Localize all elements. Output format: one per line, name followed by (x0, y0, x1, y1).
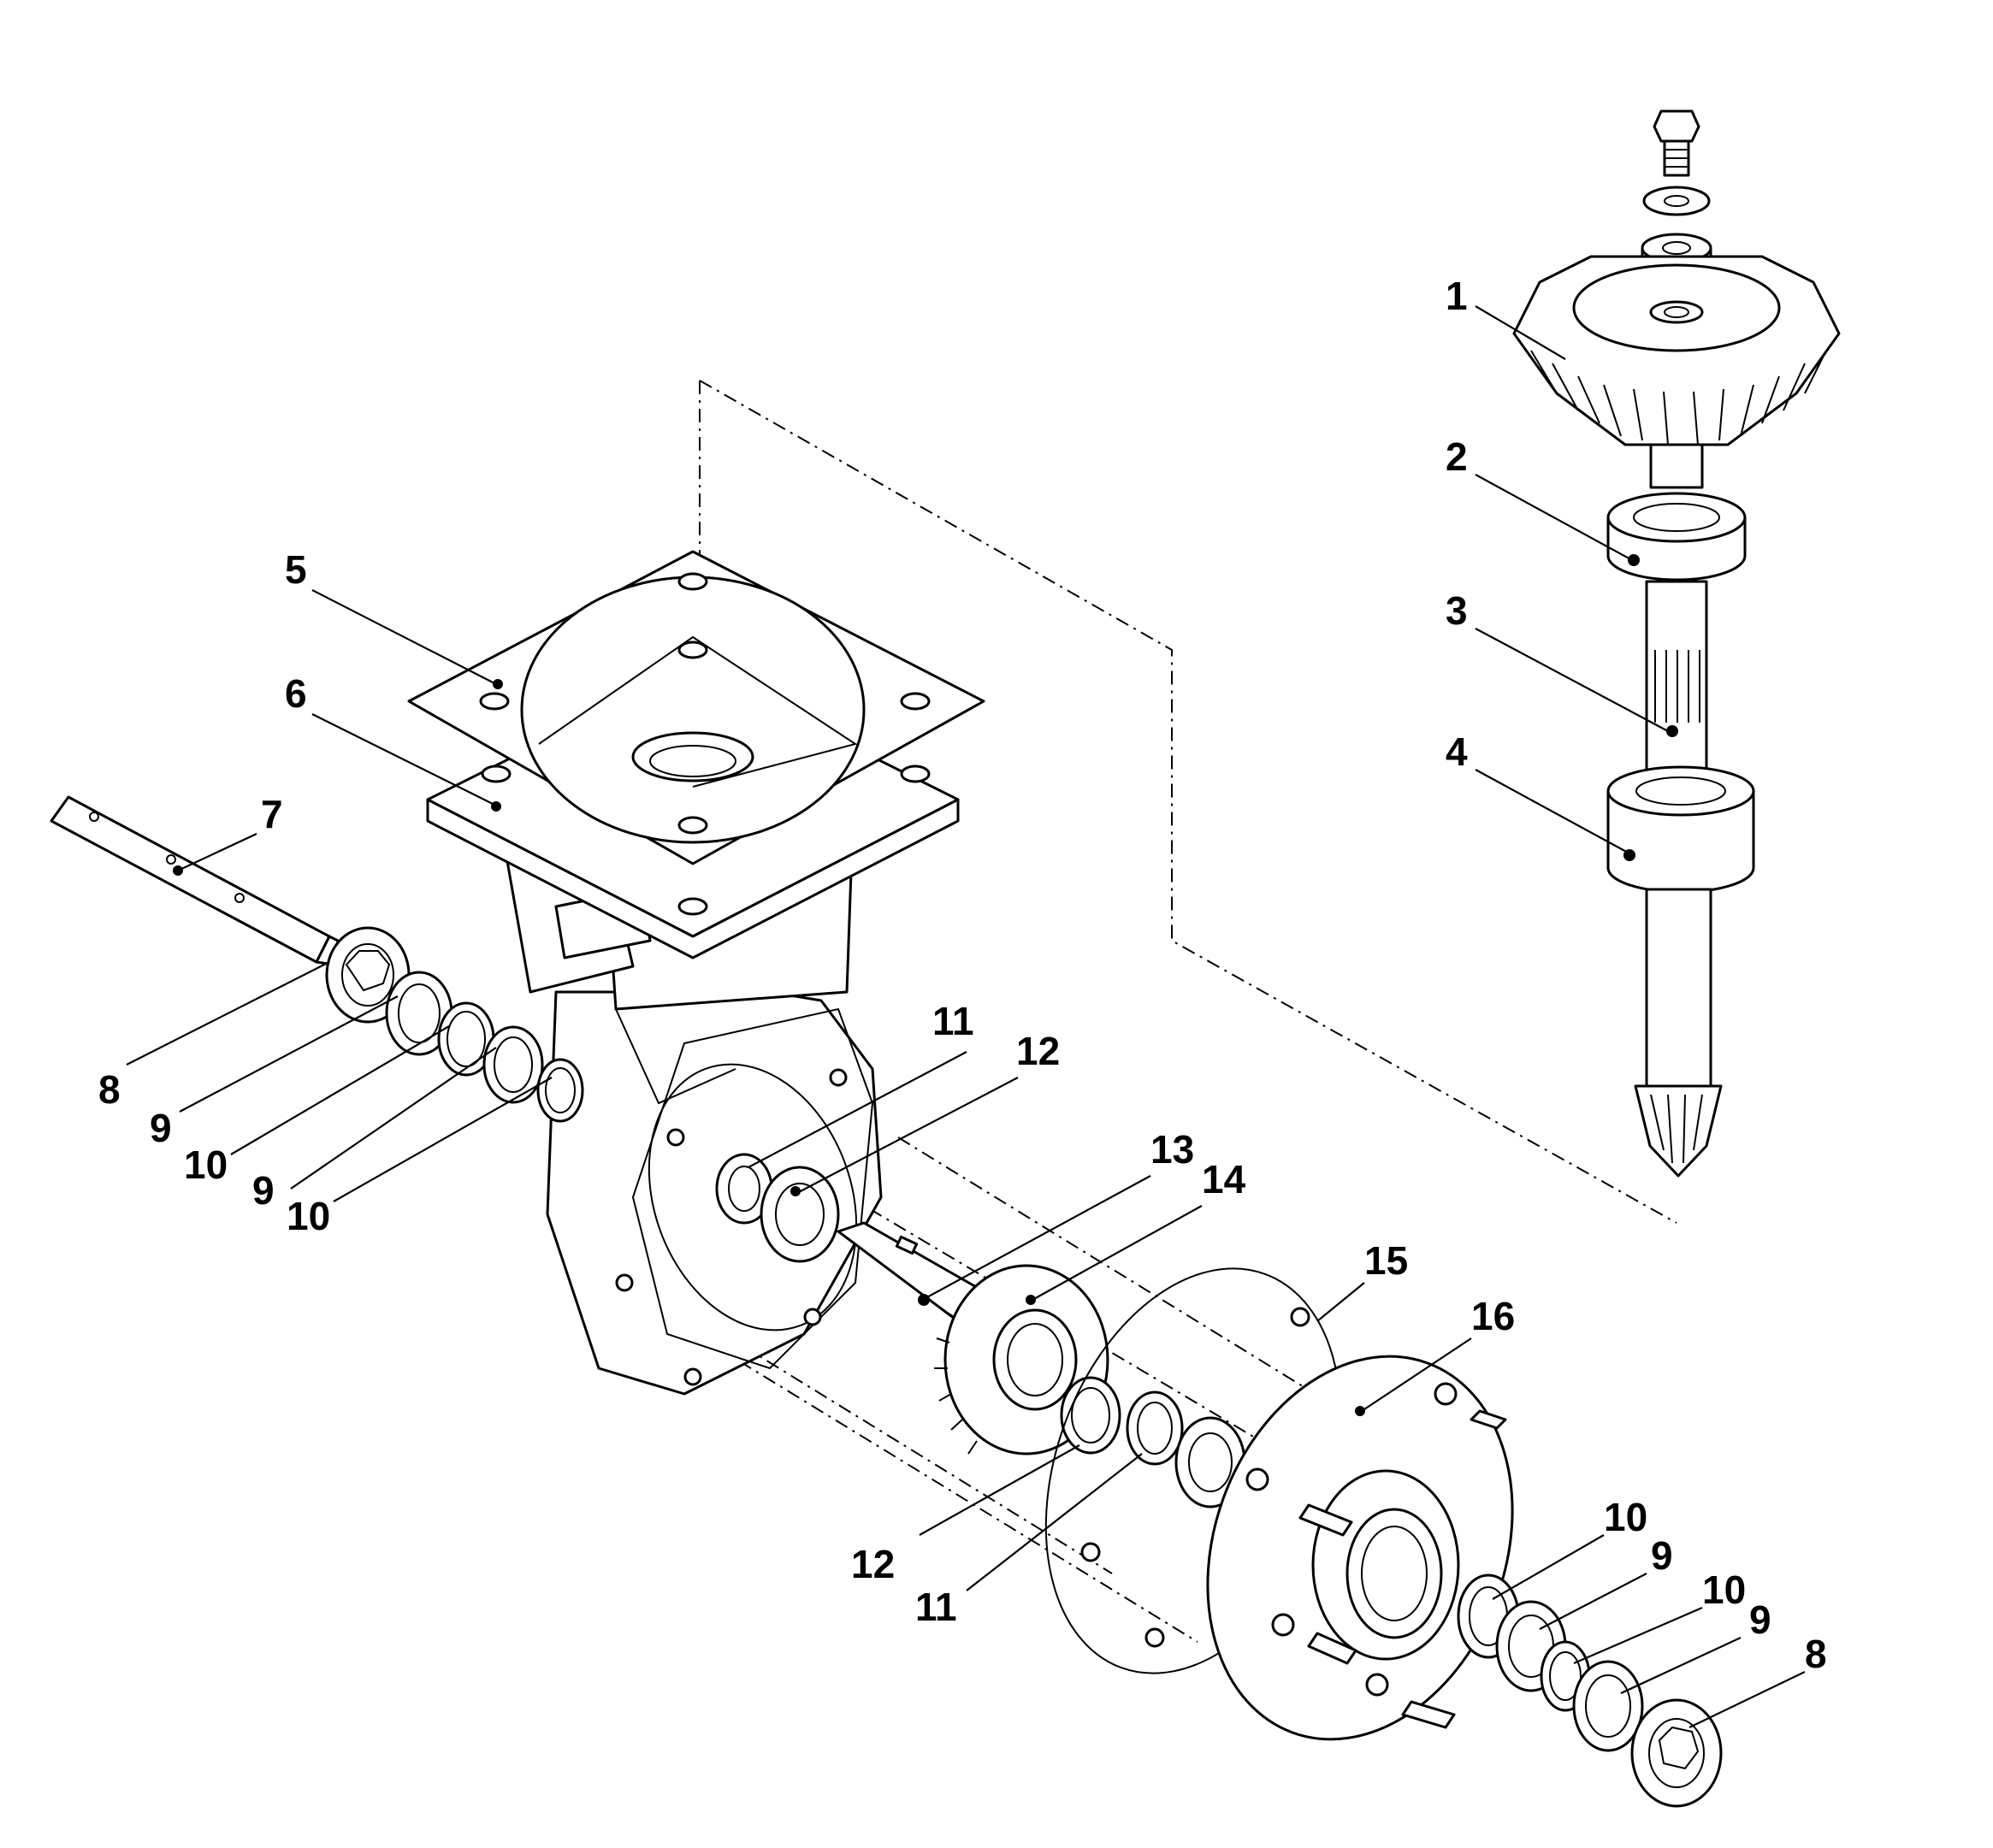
bearing-11b (1126, 1390, 1184, 1466)
callout-10-left-b: 10 (287, 1194, 330, 1238)
callout-14: 14 (1202, 1157, 1246, 1201)
ring-left-10b (536, 1058, 584, 1123)
callout-9-left-a: 9 (150, 1106, 172, 1150)
bolt-top (1653, 109, 1700, 177)
callout-16: 16 (1471, 1294, 1515, 1338)
callout-3: 3 (1446, 588, 1468, 633)
callout-11-lower: 11 (915, 1585, 957, 1629)
callout-10-right-a: 10 (1604, 1495, 1647, 1539)
callout-10-right-b: 10 (1702, 1568, 1746, 1612)
plate-5 (407, 550, 985, 865)
callout-13: 13 (1150, 1127, 1194, 1172)
cover-16 (1206, 1355, 1514, 1741)
callout-labels: 1 2 3 4 5 6 7 8 9 10 9 10 11 12 13 14 15… (98, 274, 1827, 1676)
callout-1: 1 (1446, 274, 1468, 318)
lock-washer-top (1642, 186, 1711, 216)
bearing-12b (1060, 1376, 1121, 1455)
shaft-vertical (1606, 580, 1755, 1178)
callout-5: 5 (285, 547, 307, 592)
callout-15: 15 (1364, 1238, 1408, 1283)
callout-9-left-b: 9 (252, 1168, 275, 1213)
callout-7: 7 (261, 792, 283, 836)
callout-12-upper: 12 (1016, 1029, 1060, 1073)
callout-6: 6 (285, 671, 307, 716)
callout-8-right: 8 (1805, 1632, 1827, 1676)
callout-2: 2 (1446, 434, 1468, 479)
seal-right-8 (1630, 1698, 1723, 1808)
ring-left-9b (482, 1025, 544, 1104)
ring-right-9d (1572, 1660, 1644, 1752)
leader-lines (126, 305, 1806, 1728)
callout-8-left: 8 (98, 1067, 121, 1112)
callout-4: 4 (1446, 729, 1468, 774)
shaft-7 (50, 795, 340, 966)
callout-9-right-a: 9 (1651, 1533, 1673, 1578)
bevel-gear-large (1512, 255, 1841, 489)
callout-10-left-a: 10 (184, 1142, 228, 1187)
ring-left-10a (437, 1001, 495, 1077)
callout-9-right-b: 9 (1749, 1597, 1771, 1642)
bolts-cover (1245, 1382, 1507, 1729)
bearing-12a (760, 1166, 840, 1263)
callout-12-lower: 12 (851, 1542, 895, 1586)
callout-11-upper: 11 (932, 999, 974, 1043)
bearing-upper (1606, 492, 1747, 582)
